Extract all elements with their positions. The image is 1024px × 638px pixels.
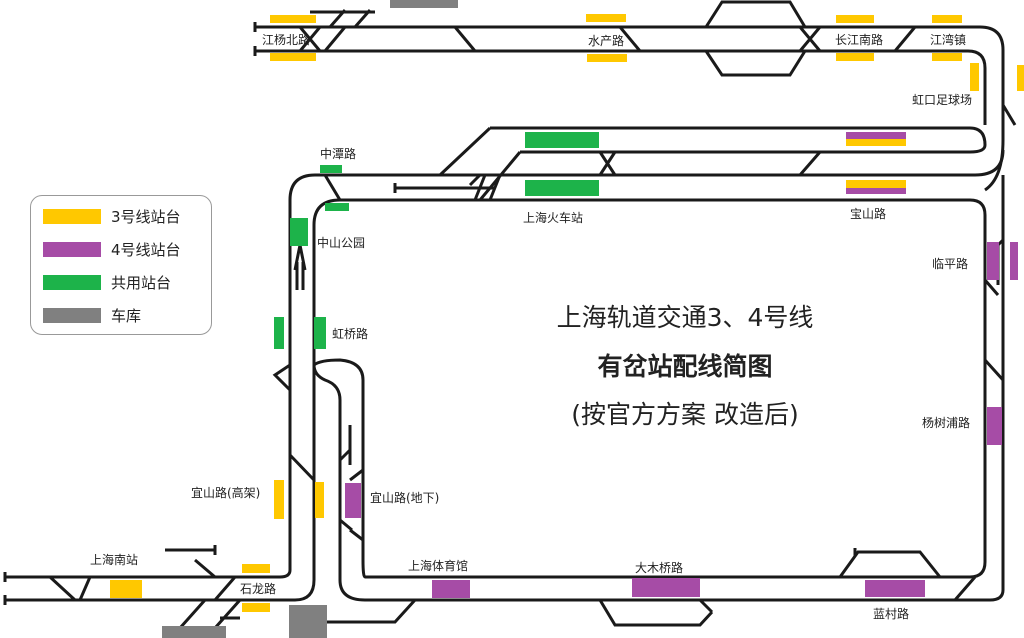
platform-lancunlu <box>865 580 925 597</box>
label-damuqiaolu: 大木桥路 <box>635 560 683 575</box>
platform-baoshanlu-n4 <box>846 132 906 139</box>
platform-baoshanlu-s4 <box>846 188 906 194</box>
legend-label: 共用站台 <box>111 273 172 292</box>
label-jiangwanzhen: 江湾镇 <box>930 32 966 47</box>
legend-swatch-shared <box>43 274 101 290</box>
legend-item-line3: 3号线站台 <box>43 207 181 226</box>
platform-hongkou-a <box>970 63 979 91</box>
legend-item-depot: 车库 <box>43 306 142 325</box>
platform-jiangwanzhen-n <box>932 15 962 23</box>
platform-shanghainanzhan <box>110 580 142 598</box>
diagram-title: 上海轨道交通3、4号线 <box>556 303 814 332</box>
track-loop <box>3 126 1005 629</box>
platform-hongqiaolu-b <box>314 317 326 349</box>
label-yishanlu-elevated: 宜山路(高架) <box>191 485 260 500</box>
platform-yishanlu-underground <box>345 483 361 518</box>
diagram-subtitle: 有岔站配线简图 <box>597 352 773 381</box>
depot-north <box>390 0 458 8</box>
label-linpinglu: 临平路 <box>932 256 968 271</box>
legend-swatch-depot <box>43 307 101 323</box>
label-yangshupulu: 杨树浦路 <box>922 415 970 430</box>
platform-shilonglu-n <box>242 564 270 573</box>
platform-changjiangnanlu-n <box>836 15 874 23</box>
label-shuichanlu: 水产路 <box>588 33 624 48</box>
platform-shanghaitiyuguan <box>432 580 470 598</box>
platform-linpinglu-a <box>987 242 999 280</box>
label-baoshanlu: 宝山路 <box>850 206 886 221</box>
legend-label: 3号线站台 <box>111 207 181 226</box>
platform-jiangyangbeilu-n <box>270 15 316 23</box>
platform-baoshanlu-s3 <box>846 180 906 188</box>
platform-shuichanlu-n <box>586 14 626 22</box>
platform-shuichanlu-s <box>587 54 627 62</box>
platform-zhongtanlu-a <box>320 165 342 173</box>
platform-damuqiaolu <box>632 578 700 597</box>
label-yishanlu-underground: 宜山路(地下) <box>370 490 439 505</box>
label-hongqiaolu: 虹桥路 <box>332 326 368 341</box>
label-hongkouzuqiuchang: 虹口足球场 <box>912 93 972 107</box>
label-shanghaitiyuguan: 上海体育馆 <box>408 558 468 573</box>
platform-zhongtanlu-b <box>325 203 349 211</box>
platform-changjiangnanlu-s <box>836 53 874 61</box>
platform-hongqiaolu-a <box>274 317 284 349</box>
platform-yishanlu-elevated-a <box>274 480 284 519</box>
depot-south <box>289 605 327 638</box>
platform-hongkou-b <box>1017 65 1024 91</box>
depot-southwest <box>162 626 226 638</box>
platform-linpinglu-b <box>1010 242 1018 280</box>
station-labels: 江杨北路 水产路 长江南路 江湾镇 虹口足球场 中潭路 上海火车站 宝山路 中山… <box>90 32 972 621</box>
legend-label: 车库 <box>111 306 142 325</box>
label-zhongshangongyuan: 中山公园 <box>317 235 365 250</box>
label-zhongtanlu: 中潭路 <box>320 146 356 161</box>
platform-jiangwanzhen-s <box>932 53 962 61</box>
legend-item-shared: 共用站台 <box>43 273 172 292</box>
label-jiangyangbeilu: 江杨北路 <box>262 32 310 47</box>
label-changjiangnanlu: 长江南路 <box>835 32 883 47</box>
legend: 3号线站台 4号线站台 共用站台 车库 <box>30 195 212 335</box>
label-shanghaihuochezhan: 上海火车站 <box>523 210 583 225</box>
platform-yishanlu-elevated-b <box>315 482 324 518</box>
legend-label: 4号线站台 <box>111 240 181 259</box>
platform-shilonglu-s <box>242 603 270 612</box>
track-line3-north <box>253 0 1017 192</box>
platforms <box>110 0 1024 638</box>
platform-zhongshangongyuan <box>290 218 308 246</box>
platform-yangshupulu <box>987 407 1002 445</box>
legend-swatch-line3 <box>43 208 101 224</box>
platform-jiangyangbeilu-s <box>270 53 316 61</box>
platform-shanghaihuochezhan-s <box>525 180 599 196</box>
platform-shanghaihuochezhan-n <box>525 132 599 148</box>
platform-baoshanlu-n3 <box>846 139 906 146</box>
legend-item-line4: 4号线站台 <box>43 240 181 259</box>
diagram-note: (按官方方案 改造后) <box>571 400 799 429</box>
legend-swatch-line4 <box>43 241 101 257</box>
label-lancunlu: 蓝村路 <box>873 606 909 621</box>
label-shanghainanzhan: 上海南站 <box>90 552 138 567</box>
label-shilonglu: 石龙路 <box>240 581 276 596</box>
